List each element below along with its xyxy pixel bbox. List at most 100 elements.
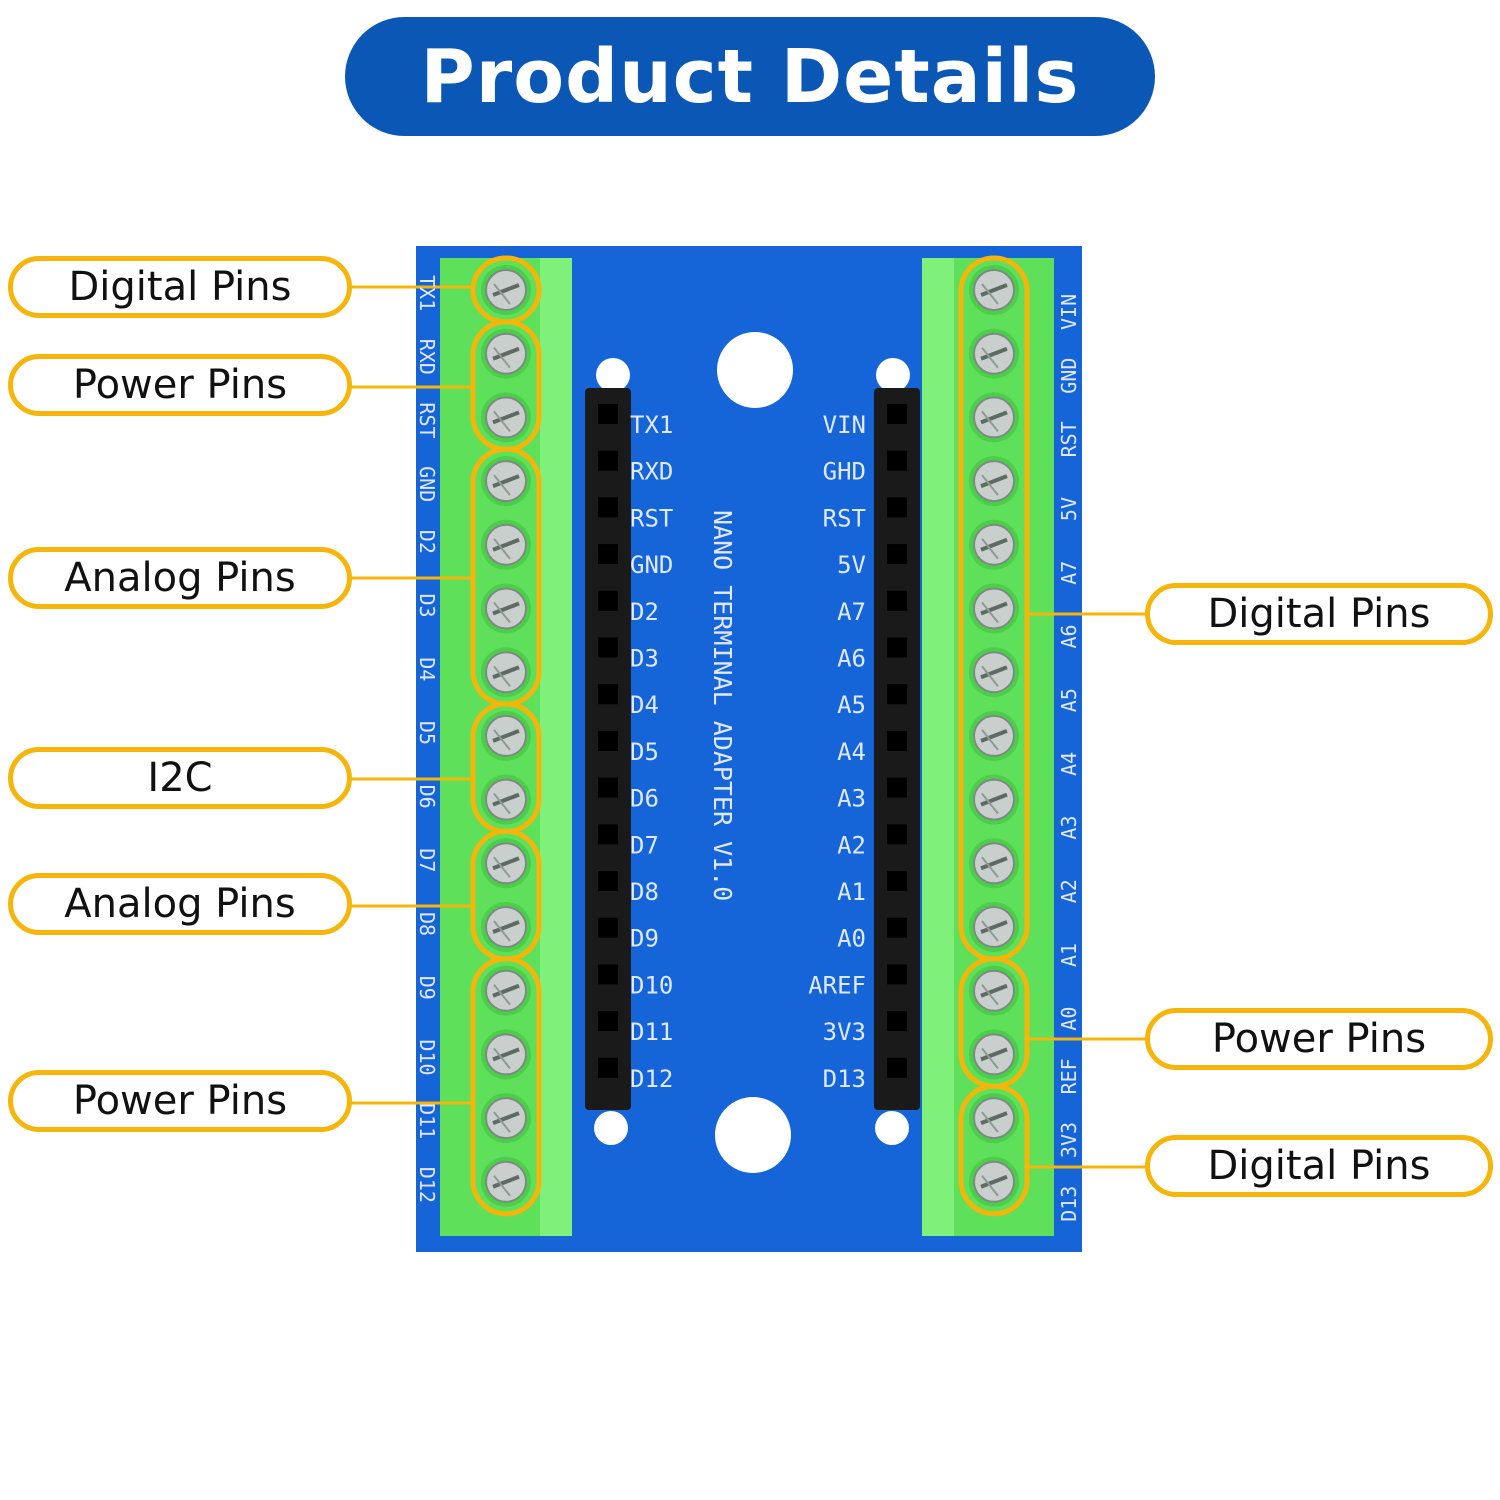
title-banner: Product Details xyxy=(345,17,1155,136)
edge-pin-label: A3 xyxy=(1057,816,1081,840)
screw-terminal xyxy=(969,647,1019,698)
header-pin-label: A1 xyxy=(837,878,866,906)
header-socket xyxy=(887,450,907,471)
header-pin-label: D3 xyxy=(630,645,659,673)
screw-terminal xyxy=(481,392,531,443)
header-socket xyxy=(887,871,907,891)
header-pin-label: D10 xyxy=(630,971,673,999)
edge-pin-label: 5V xyxy=(1057,497,1081,521)
header-socket xyxy=(598,964,618,985)
screw-terminal xyxy=(969,965,1019,1016)
header-socket xyxy=(887,404,907,424)
header-socket xyxy=(887,777,907,798)
edge-pin-label: REF xyxy=(1057,1058,1081,1094)
header-pin-label: A5 xyxy=(837,691,866,719)
header-socket xyxy=(887,1057,907,1078)
header-socket xyxy=(598,497,618,518)
header-pin-label: D4 xyxy=(630,691,659,719)
header-socket xyxy=(598,824,618,845)
board-name-label: NANO TERMINAL ADAPTER V1.0 xyxy=(708,510,737,901)
header-socket xyxy=(887,544,907,565)
callout-power-pins-left-2: Power Pins xyxy=(8,1070,352,1132)
pin-group-outline xyxy=(470,956,542,1217)
edge-pin-label: D8 xyxy=(415,912,439,936)
pin-group-outline xyxy=(958,1083,1030,1217)
header-socket xyxy=(887,730,907,751)
edge-pin-label: D10 xyxy=(415,1039,439,1075)
header-pin-label: RST xyxy=(823,504,866,532)
screw-terminal xyxy=(481,902,531,952)
header-pin-label: RXD xyxy=(630,458,673,486)
page-title: Product Details xyxy=(420,33,1080,120)
edge-pin-label: D12 xyxy=(415,1167,439,1203)
header-socket xyxy=(887,1011,907,1032)
left-terminal-lip xyxy=(540,258,572,1236)
screw-terminal xyxy=(969,902,1019,952)
callout-i2c-left: I2C xyxy=(8,747,352,809)
header-pin-label: RST xyxy=(630,504,673,532)
header-pin-label: A3 xyxy=(837,785,866,813)
screw-terminal xyxy=(969,710,1019,761)
edge-pin-label: RST xyxy=(415,402,439,438)
header-socket xyxy=(598,871,618,891)
screw-terminal xyxy=(969,1093,1019,1144)
edge-pin-label: A2 xyxy=(1057,879,1081,903)
screw-terminal xyxy=(969,456,1019,507)
header-socket xyxy=(598,544,618,565)
header-pin-label: D6 xyxy=(630,785,659,813)
mounting-hole-top xyxy=(717,332,793,408)
edge-pin-label: RXD xyxy=(415,339,439,375)
header-pin-label: D11 xyxy=(630,1018,673,1046)
screw-terminal xyxy=(969,774,1019,825)
edge-pin-label: GND xyxy=(415,466,439,502)
small-hole xyxy=(876,358,910,392)
screw-terminal xyxy=(969,392,1019,443)
edge-pin-label: A7 xyxy=(1057,561,1081,585)
screw-terminal xyxy=(969,838,1019,889)
header-socket xyxy=(598,637,618,658)
callout-digital-pins-right-2: Digital Pins xyxy=(1145,1135,1493,1197)
edge-pin-label: D11 xyxy=(415,1103,439,1139)
header-pin-label: A0 xyxy=(837,925,866,953)
callout-power-pins-left-1: Power Pins xyxy=(8,354,352,416)
screw-terminal xyxy=(481,774,531,825)
edge-pin-label: A1 xyxy=(1057,943,1081,967)
screw-terminal xyxy=(481,647,531,698)
header-pin-label: VIN xyxy=(823,411,866,439)
header-socket xyxy=(887,590,907,611)
screw-terminal xyxy=(481,965,531,1016)
edge-pin-label: D7 xyxy=(415,848,439,872)
callout-digital-pins-left-1: Digital Pins xyxy=(8,256,352,318)
header-socket xyxy=(887,684,907,705)
header-socket xyxy=(887,824,907,845)
screw-terminal xyxy=(969,1029,1019,1080)
edge-pin-label: TX1 xyxy=(415,275,439,311)
header-pin-label: AREF xyxy=(808,971,866,999)
header-pin-label: D8 xyxy=(630,878,659,906)
edge-pin-label: A4 xyxy=(1057,752,1081,776)
edge-pin-label: VIN xyxy=(1057,294,1081,330)
screw-terminal xyxy=(481,265,531,315)
header-pin-label: D5 xyxy=(630,738,659,766)
callout-analog-pins-left-2: Analog Pins xyxy=(8,873,352,935)
screw-terminal xyxy=(481,519,531,570)
screw-terminal xyxy=(481,456,531,507)
header-socket xyxy=(598,684,618,705)
screw-terminal xyxy=(969,265,1019,315)
header-pin-label: D12 xyxy=(630,1065,673,1093)
screw-terminal xyxy=(481,1029,531,1080)
edge-pin-label: D6 xyxy=(415,785,439,809)
header-socket xyxy=(598,1057,618,1078)
edge-pin-label: A6 xyxy=(1057,624,1081,648)
header-socket xyxy=(598,730,618,751)
edge-pin-label: A0 xyxy=(1057,1007,1081,1031)
screw-terminal xyxy=(481,1156,531,1207)
header-socket xyxy=(598,404,618,424)
callout-digital-pins-right-1: Digital Pins xyxy=(1145,583,1493,645)
edge-pin-label: A5 xyxy=(1057,688,1081,712)
right-terminal-lip xyxy=(922,258,954,1236)
header-pin-label: 5V xyxy=(837,551,866,579)
small-hole xyxy=(594,1111,628,1145)
header-socket xyxy=(887,917,907,938)
